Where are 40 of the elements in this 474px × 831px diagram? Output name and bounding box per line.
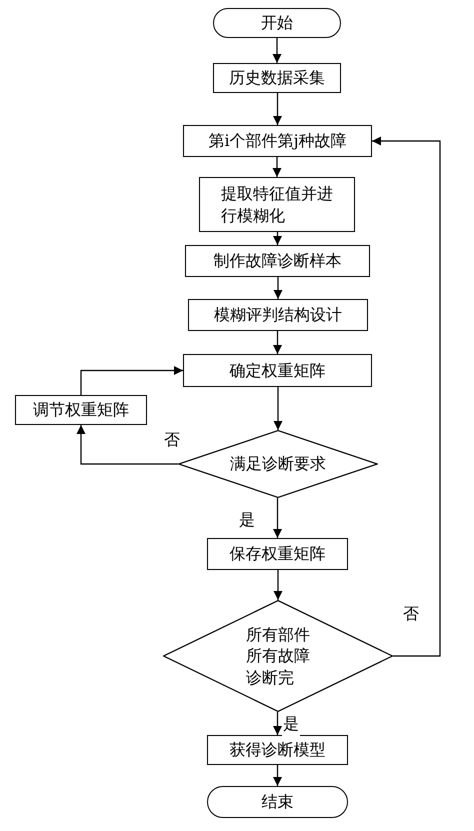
- arrow: [372, 136, 441, 657]
- process-box: [188, 299, 368, 331]
- node-label: 结束: [262, 791, 294, 813]
- arrow: [273, 232, 282, 245]
- arrow: [273, 712, 282, 735]
- node-label: 历史数据采集: [229, 67, 325, 89]
- node-label: 确定权重矩阵: [230, 360, 326, 382]
- node-label: 制作故障诊断样本: [214, 250, 342, 272]
- node-label: 开始: [261, 12, 293, 34]
- node-label: 获得诊断模型: [230, 739, 326, 761]
- arrow: [273, 93, 282, 125]
- node-label: 调节权重矩阵: [33, 399, 129, 421]
- arrow: [272, 38, 282, 63]
- arrow: [273, 331, 282, 354]
- process-box: [185, 245, 370, 277]
- decision-diamond: [178, 430, 378, 498]
- process-box: [207, 538, 348, 570]
- process-box: [183, 354, 372, 387]
- arrow: [273, 765, 282, 786]
- terminal-pill: [213, 8, 341, 38]
- arrow: [80, 366, 183, 395]
- node-label: 模糊评判结构设计: [214, 304, 342, 326]
- node-label: 满足诊断要求: [230, 453, 326, 475]
- process-box: [199, 177, 355, 232]
- arrow: [272, 157, 282, 177]
- process-box: [207, 735, 348, 765]
- node-label: 提取特征值并进行模糊化: [221, 182, 333, 226]
- process-box: [213, 63, 341, 93]
- arrow: [274, 570, 282, 600]
- node-label: 保存权重矩阵: [230, 543, 326, 565]
- process-box: [183, 125, 372, 157]
- node-label: 所有部件所有故障诊断完: [246, 624, 310, 688]
- arrow: [274, 387, 282, 430]
- terminal-pill: [207, 786, 348, 818]
- arrow: [76, 425, 178, 465]
- arrow: [274, 277, 282, 299]
- arrow: [273, 498, 282, 538]
- node-label: 第i个部件第j种故障: [208, 130, 347, 152]
- decision-diamond: [163, 600, 393, 712]
- process-box: [15, 395, 147, 425]
